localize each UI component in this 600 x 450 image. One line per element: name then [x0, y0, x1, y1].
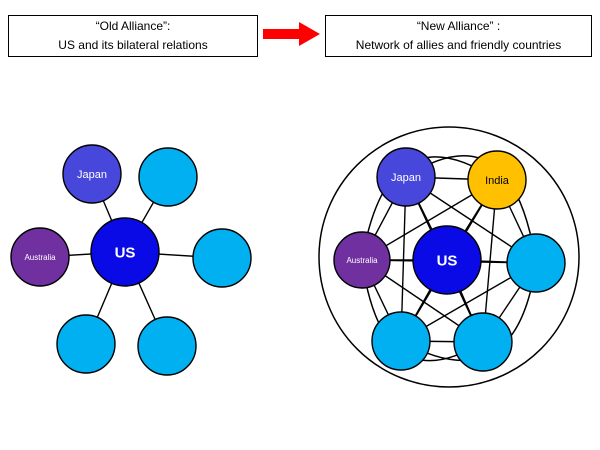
node-label-australia: Australia [24, 253, 56, 262]
node-ally4 [137, 316, 197, 376]
node-japan [376, 147, 436, 207]
old-alliance-box: “Old Alliance”: US and its bilateral rel… [8, 15, 258, 57]
old-alliance-subtitle: US and its bilateral relations [58, 38, 208, 52]
node-ally3 [56, 314, 116, 374]
outer-ring [318, 126, 580, 388]
node-ally1 [506, 233, 566, 293]
node-ally3 [453, 312, 513, 372]
new-alliance-title: “New Alliance” : [416, 19, 501, 34]
node-label-japan: Japan [77, 169, 107, 181]
node-ally2 [192, 228, 252, 288]
node-ally2 [371, 311, 431, 371]
arrow-shape [263, 22, 320, 46]
node-australia [333, 231, 391, 289]
old-alliance-title: “Old Alliance”: [95, 19, 171, 34]
node-label-japan: Japan [391, 172, 421, 184]
node-label-us: US [437, 252, 458, 269]
node-india [467, 150, 527, 210]
new-alliance-subtitle: Network of allies and friendly countries [355, 38, 562, 52]
node-us [90, 217, 160, 287]
node-label-india: India [485, 175, 510, 187]
transition-arrow-icon [263, 22, 320, 46]
node-australia [10, 227, 70, 287]
node-label-us: US [115, 244, 136, 261]
new-alliance-box: “New Alliance” : Network of allies and f… [325, 15, 592, 57]
node-us [412, 225, 482, 295]
node-japan [62, 144, 122, 204]
node-ally1 [138, 147, 198, 207]
node-label-australia: Australia [346, 256, 378, 265]
